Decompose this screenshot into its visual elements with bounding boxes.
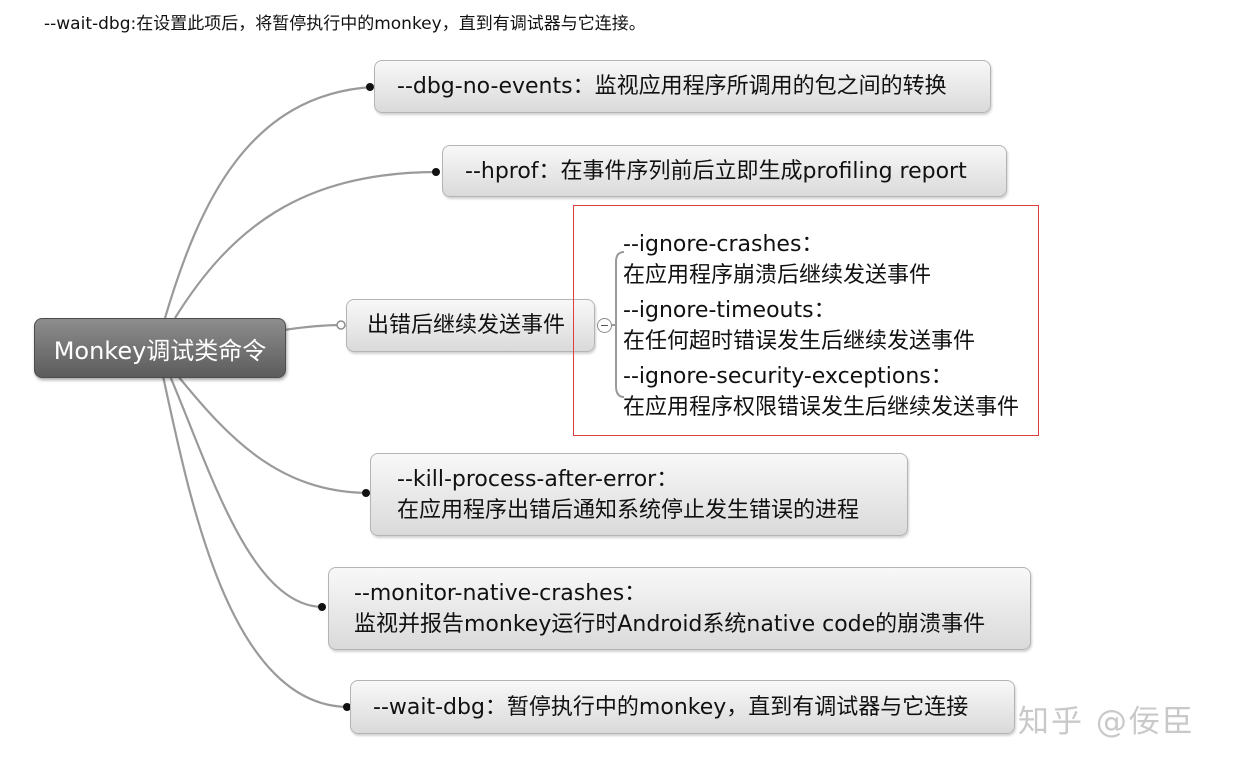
node-monitor-native-title: --monitor-native-crashes： (354, 580, 647, 606)
node-wait-dbg-label: --wait-dbg：暂停执行中的monkey，直到有调试器与它连接 (373, 694, 969, 720)
node-error-continue[interactable]: 出错后继续发送事件 (346, 299, 595, 352)
connector-kill-process (177, 375, 369, 495)
sub-item-ignore-crashes[interactable]: --ignore-crashes： 在应用程序崩溃后继续发送事件 (623, 229, 931, 291)
node-wait-dbg[interactable]: --wait-dbg：暂停执行中的monkey，直到有调试器与它连接 (350, 680, 1015, 734)
root-node[interactable]: Monkey调试类命令 (34, 318, 286, 378)
collapse-toggle-icon[interactable] (597, 318, 612, 333)
node-kill-process[interactable]: --kill-process-after-error： 在应用程序出错后通知系统… (370, 453, 908, 536)
node-monitor-native[interactable]: --monitor-native-crashes： 监视并报告monkey运行时… (328, 567, 1031, 650)
connector-open-dot (336, 320, 346, 330)
node-hprof-label: --hprof：在事件序列前后立即生成profiling report (465, 158, 967, 184)
watermark: 知乎 @佞臣 (1018, 704, 1195, 740)
root-label: Monkey调试类命令 (53, 336, 267, 365)
node-kill-process-desc: 在应用程序出错后通知系统停止发生错误的进程 (397, 497, 860, 523)
sub-item-title: --ignore-timeouts： (623, 298, 836, 323)
connector-hprof (174, 170, 439, 319)
intro-text: --wait-dbg:在设置此项后，将暂停执行中的monkey，直到有调试器与它… (44, 14, 646, 34)
sub-item-desc: 在应用程序权限错误发生后继续发送事件 (623, 395, 1020, 420)
sub-item-title: --ignore-security-exceptions： (623, 364, 953, 389)
node-hprof[interactable]: --hprof：在事件序列前后立即生成profiling report (442, 145, 1007, 197)
connector-dot-kill-process (362, 489, 370, 497)
node-kill-process-title: --kill-process-after-error： (397, 466, 679, 492)
connector-wait-dbg (161, 375, 348, 709)
connector-dot-dbg-no-events (366, 83, 374, 91)
connector-dot-monitor-native (318, 603, 326, 611)
highlight-box (573, 205, 1039, 436)
connector-dot-hprof (432, 168, 440, 176)
connector-monitor-native (168, 375, 323, 609)
connector-dot-wait-dbg (343, 703, 351, 711)
node-dbg-no-events[interactable]: --dbg-no-events：监视应用程序所调用的包之间的转换 (374, 60, 991, 113)
connector-error-continue (283, 323, 343, 332)
node-monitor-native-desc: 监视并报告monkey运行时Android系统native code的崩溃事件 (354, 611, 986, 637)
node-dbg-no-events-label: --dbg-no-events：监视应用程序所调用的包之间的转换 (397, 74, 947, 99)
sub-item-ignore-timeouts[interactable]: --ignore-timeouts： 在任何超时错误发生后继续发送事件 (623, 295, 975, 357)
sub-item-desc: 在任何超时错误发生后继续发送事件 (623, 329, 976, 354)
connector-dbg-no-events (163, 85, 373, 319)
sub-item-ignore-security-exceptions[interactable]: --ignore-security-exceptions： 在应用程序权限错误发… (623, 361, 1019, 423)
node-error-continue-label: 出错后继续发送事件 (367, 313, 566, 338)
sub-item-desc: 在应用程序崩溃后继续发送事件 (623, 263, 932, 288)
sub-item-title: --ignore-crashes： (623, 232, 824, 257)
